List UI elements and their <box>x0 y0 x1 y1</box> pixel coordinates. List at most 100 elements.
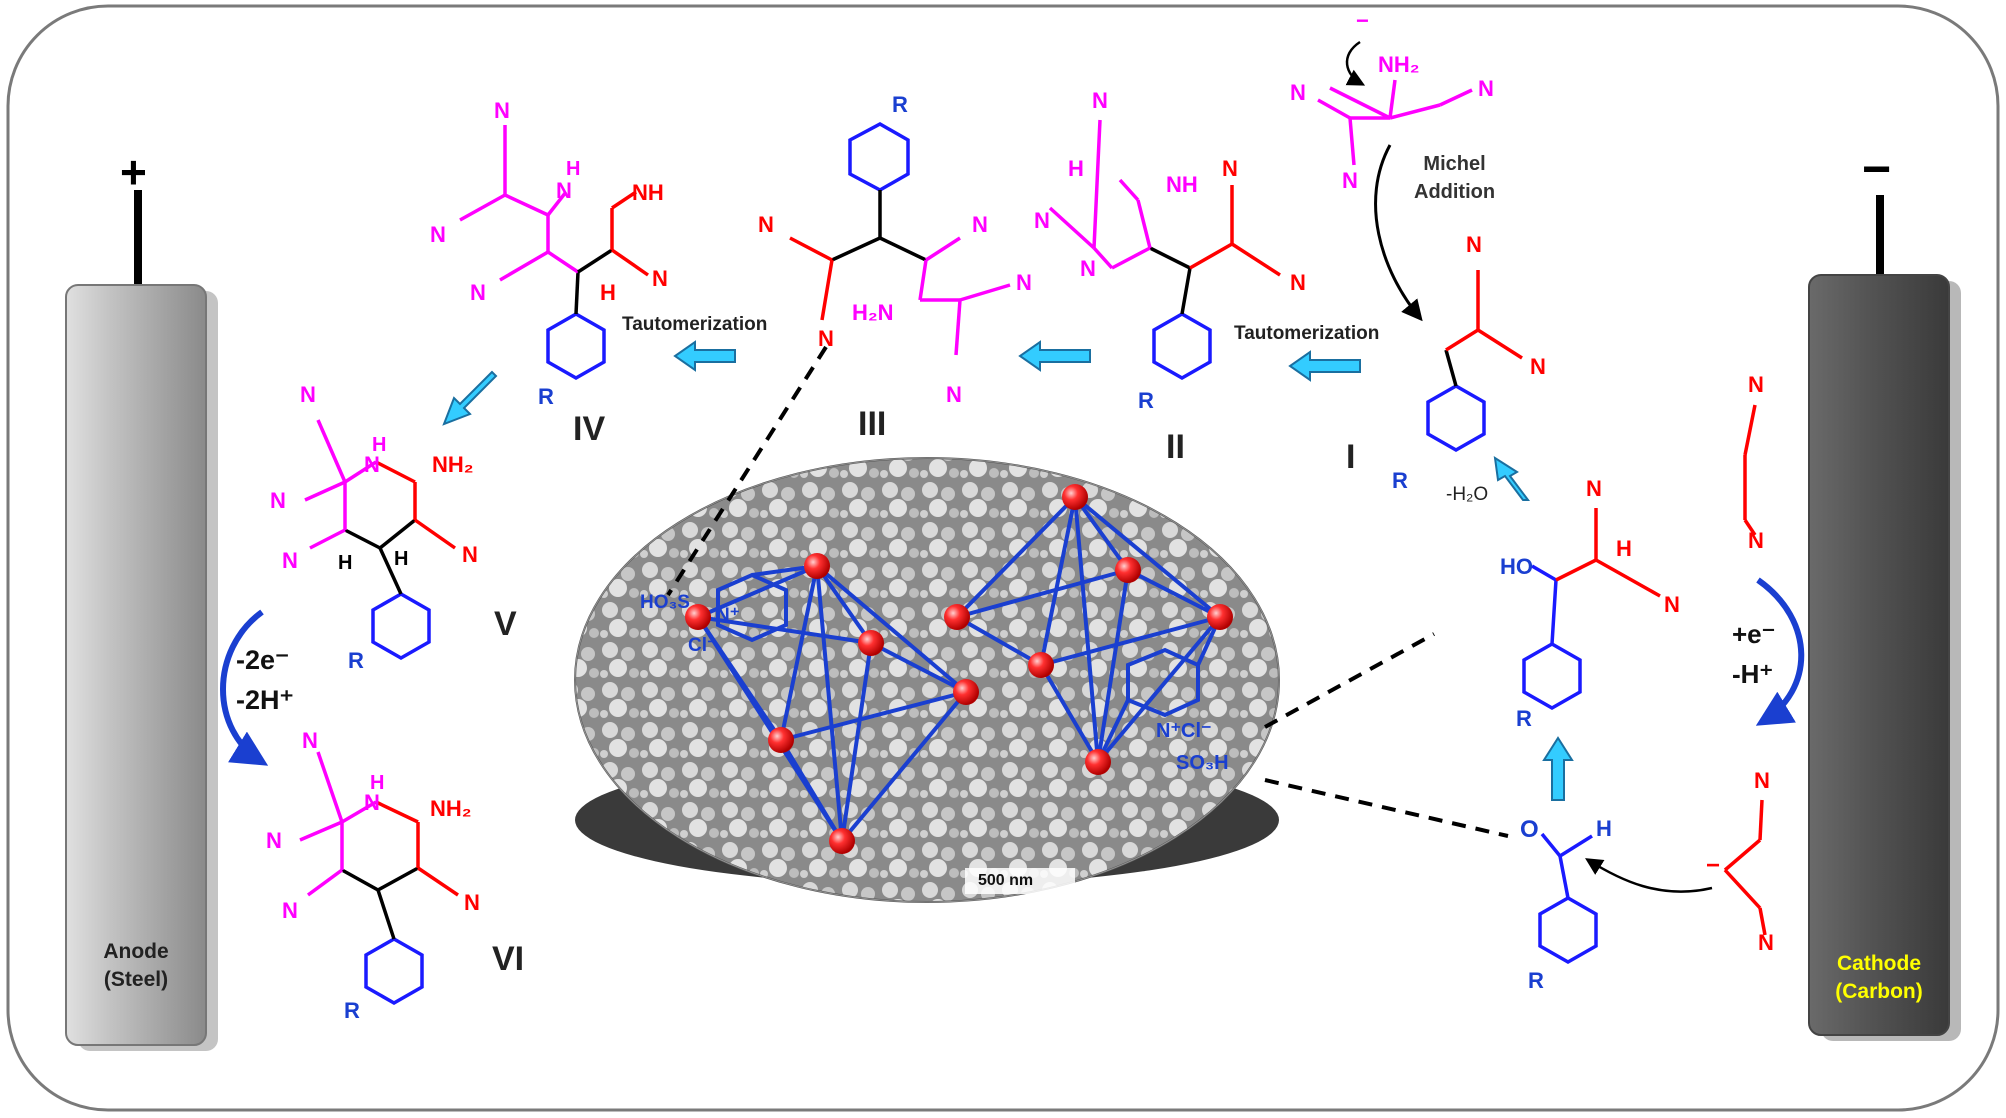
oxidation-curve-arrow <box>220 609 269 766</box>
atom-V-N5: N <box>462 542 478 567</box>
reduction-curve-arrow <box>1755 577 1805 726</box>
oxidation-label: -2e⁻ -2H⁺ <box>236 640 294 720</box>
atom-anion-N2: N <box>1758 930 1774 955</box>
left-sulfonic-label: HO₃S <box>640 592 690 613</box>
atom-top-minus: − <box>1356 8 1369 33</box>
atom-V-N3: N <box>270 488 286 513</box>
atom-I-N2: N <box>1530 354 1546 379</box>
label-III: III <box>858 405 887 443</box>
atom-I-N1: N <box>1466 232 1482 257</box>
atom-III-N3: N <box>972 212 988 237</box>
atom-top-NH2: NH₂ <box>1378 52 1420 77</box>
process-arrows <box>442 340 1574 801</box>
reduction-label-line1: +e⁻ <box>1732 619 1776 649</box>
label-V: V <box>494 605 517 643</box>
compound-II-structure <box>1048 119 1281 381</box>
atom-V-H2: H <box>338 552 353 574</box>
atom-V-H: H <box>372 434 387 456</box>
cage-nodes <box>685 484 1233 854</box>
reduction-label: +e⁻ -H⁺ <box>1732 614 1775 694</box>
dashed-links <box>666 345 1509 838</box>
left-cage <box>696 564 968 843</box>
alcohol-structure <box>1522 508 1661 711</box>
cathode-label: Cathode (Carbon) <box>1809 950 1949 1006</box>
michael-label-line2: Addition <box>1414 181 1496 203</box>
compound-IV-structure <box>459 125 649 381</box>
anode-electrode <box>65 190 218 1051</box>
atom-VI-N5: N <box>464 890 480 915</box>
atom-top-N2: N <box>1478 76 1494 101</box>
michael-addition-arrow <box>1374 144 1423 322</box>
left-chloride-label: Cl⁻ <box>688 635 718 656</box>
atom-II-N1: N <box>1092 88 1108 113</box>
atom-mal-N1: N <box>1748 372 1764 397</box>
atom-II-N2: N <box>1034 208 1050 233</box>
atom-II-N4: N <box>1222 156 1238 181</box>
atom-V-N4: N <box>282 548 298 573</box>
label-I: I <box>1346 438 1356 476</box>
atom-top-N1: N <box>1290 80 1306 105</box>
atom-II-H: H <box>1068 156 1084 181</box>
atom-ald-O: O <box>1520 816 1539 843</box>
atom-VI-N3: N <box>266 828 282 853</box>
atom-alc-N2: N <box>1664 592 1680 617</box>
atom-V-R: R <box>348 648 364 673</box>
atom-IV-N4: N <box>470 280 486 305</box>
atom-VI-N1: N <box>302 728 318 753</box>
label-IV: IV <box>573 410 606 448</box>
arrow-II-to-III <box>1018 340 1091 372</box>
atom-alc-HO: HO <box>1500 554 1533 579</box>
anion-attack-arrow <box>1585 858 1713 893</box>
anode-sign: + <box>120 146 147 198</box>
atom-IV-H: H <box>566 158 581 180</box>
atom-V-NH2: NH₂ <box>432 452 474 477</box>
atom-anion-minus: − <box>1706 852 1721 879</box>
atom-alc-R: R <box>1516 706 1532 731</box>
atom-anion-N1: N <box>1754 768 1770 793</box>
aldehyde-structure <box>1538 832 1598 965</box>
michael-label-line1: Michel <box>1423 153 1486 175</box>
atom-II-N5: N <box>1290 270 1306 295</box>
dehydration-label: -H₂O <box>1446 484 1489 505</box>
cathode-label-line2: (Carbon) <box>1835 980 1923 1003</box>
atom-III-H2N: H₂N <box>852 300 894 325</box>
oxidation-label-line1: -2e⁻ <box>236 645 290 675</box>
atom-VI-NH2: NH₂ <box>430 796 472 821</box>
atom-V-N1: N <box>300 382 316 407</box>
atom-alc-H: H <box>1616 536 1632 561</box>
tautomerization-label-1: Tautomerization <box>1234 323 1380 344</box>
tautomerization-label-2: Tautomerization <box>622 314 768 335</box>
atom-alc-N1: N <box>1586 476 1602 501</box>
atom-III-N1: N <box>758 212 774 237</box>
atom-V-N2: N <box>364 452 380 477</box>
atom-IV-N1: N <box>494 98 510 123</box>
compound-VI-structure <box>299 751 459 1006</box>
atom-IV-H2: H <box>600 280 616 305</box>
atom-IV-N2: N <box>556 178 572 203</box>
top-attack-arrow <box>1345 40 1366 86</box>
arrow-I-to-II <box>1288 350 1361 382</box>
atom-VI-N2: N <box>364 790 380 815</box>
malononitrile-structure <box>1743 404 1757 536</box>
atom-I-R: R <box>1392 468 1408 493</box>
atom-III-R: R <box>892 92 908 117</box>
atom-V-H3: H <box>394 548 409 570</box>
compound-I-structure <box>1426 270 1523 453</box>
atom-IV-N5: N <box>652 266 668 291</box>
atom-top-N3: N <box>1342 168 1358 193</box>
cathode-label-line1: Cathode <box>1837 952 1921 975</box>
reduction-label-line2: -H⁺ <box>1732 659 1774 689</box>
arrow-alcohol-to-I <box>1493 455 1530 501</box>
atom-VI-N4: N <box>282 898 298 923</box>
atom-VI-R: R <box>344 998 360 1023</box>
atom-mal-N2: N <box>1748 528 1764 553</box>
compound-III-structure <box>789 122 1011 356</box>
arrow-IV-to-V <box>442 370 498 426</box>
michael-addition-label: Michel Addition <box>1414 150 1495 206</box>
top-dimer-structure <box>1317 79 1473 166</box>
atom-ald-H: H <box>1596 816 1612 841</box>
atom-II-R: R <box>1138 388 1154 413</box>
right-ammonium-label: N⁺Cl⁻ <box>1156 720 1212 742</box>
malononitrile-anion-structure <box>1723 799 1767 936</box>
